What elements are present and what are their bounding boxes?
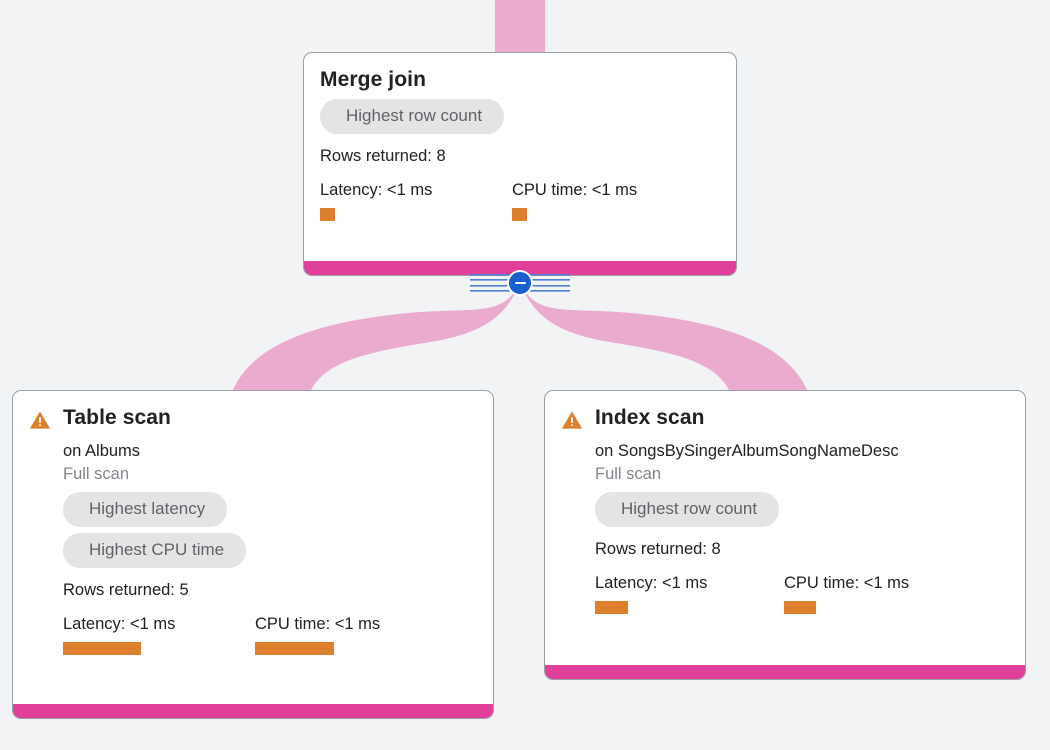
metric-latency-label: Latency: <1 ms	[63, 615, 176, 633]
node-accent-bar	[13, 704, 493, 718]
edge-merge-to-table-scan	[232, 285, 519, 392]
chip-highest-latency[interactable]: Highest latency	[63, 492, 228, 527]
node-header: Index scan	[561, 405, 1009, 431]
metric-cpu-time-label: CPU time: <1 ms	[784, 574, 910, 592]
node-title: Index scan	[595, 406, 705, 429]
rows-returned: Rows returned: 5	[63, 581, 189, 599]
node-accent-bar	[304, 261, 736, 275]
metric-cpu-time-label: CPU time: <1 ms	[512, 181, 638, 199]
node-body: Index scan on SongsBySingerAlbumSongName…	[545, 391, 1025, 665]
node-subtitle: on SongsBySingerAlbumSongNameDesc	[595, 442, 899, 460]
edge-incoming-top	[495, 0, 545, 53]
metric-cpu-time: CPU time: <1 ms	[512, 180, 637, 221]
node-index-scan[interactable]: Index scan on SongsBySingerAlbumSongName…	[544, 390, 1026, 680]
node-metrics: Latency: <1 ms CPU time: <1 ms	[595, 573, 1009, 614]
metric-latency-bar	[63, 642, 141, 655]
node-body: Table scan on Albums Full scan Highest l…	[13, 391, 493, 704]
metric-cpu-time-bar	[255, 642, 334, 655]
edge-merge-to-index-scan	[521, 285, 808, 392]
metric-latency-bar	[595, 601, 628, 614]
node-metrics: Latency: <1 ms CPU time: <1 ms	[320, 180, 720, 221]
node-accent-bar	[545, 665, 1025, 679]
node-subtitle: on Albums	[63, 442, 141, 460]
metric-latency-bar	[320, 208, 335, 221]
metric-cpu-time: CPU time: <1 ms	[784, 573, 909, 614]
warning-triangle-icon	[561, 411, 583, 429]
metric-cpu-time-bar	[512, 208, 527, 221]
collapse-toggle-button[interactable]	[470, 270, 570, 296]
node-scan-type: Full scan	[595, 465, 662, 483]
metric-cpu-time-bar	[784, 601, 816, 614]
node-scan-type: Full scan	[63, 465, 130, 483]
chip-highest-row-count[interactable]: Highest row count	[595, 492, 780, 527]
minus-circle-icon[interactable]	[507, 270, 533, 296]
node-table-scan[interactable]: Table scan on Albums Full scan Highest l…	[12, 390, 494, 719]
metric-latency: Latency: <1 ms	[320, 180, 512, 221]
rows-returned: Rows returned: 8	[595, 540, 721, 558]
metric-latency: Latency: <1 ms	[63, 614, 255, 655]
metric-latency: Latency: <1 ms	[595, 573, 784, 614]
node-title: Table scan	[63, 406, 171, 429]
node-header: Table scan	[29, 405, 477, 431]
node-metrics: Latency: <1 ms CPU time: <1 ms	[63, 614, 477, 655]
node-header: Merge join	[320, 67, 720, 93]
node-title: Merge join	[320, 68, 427, 91]
chip-highest-cpu-time[interactable]: Highest CPU time	[63, 533, 247, 568]
node-body: Merge join Highest row count Rows return…	[304, 53, 736, 261]
metric-latency-label: Latency: <1 ms	[320, 181, 433, 199]
metric-cpu-time: CPU time: <1 ms	[255, 614, 380, 655]
node-content: on SongsBySingerAlbumSongNameDesc Full s…	[561, 439, 1009, 614]
node-content: Highest row count Rows returned: 8 Laten…	[320, 99, 720, 221]
node-content: on Albums Full scan Highest latency High…	[29, 439, 477, 655]
warning-triangle-icon	[29, 411, 51, 429]
node-chips: Highest latency Highest CPU time	[63, 492, 477, 574]
node-merge-join[interactable]: Merge join Highest row count Rows return…	[303, 52, 737, 276]
node-chips: Highest row count	[320, 99, 720, 140]
chip-highest-row-count[interactable]: Highest row count	[320, 99, 505, 134]
metric-latency-label: Latency: <1 ms	[595, 574, 708, 592]
rows-returned: Rows returned: 8	[320, 147, 446, 165]
node-chips: Highest row count	[595, 492, 1009, 533]
metric-cpu-time-label: CPU time: <1 ms	[255, 615, 381, 633]
